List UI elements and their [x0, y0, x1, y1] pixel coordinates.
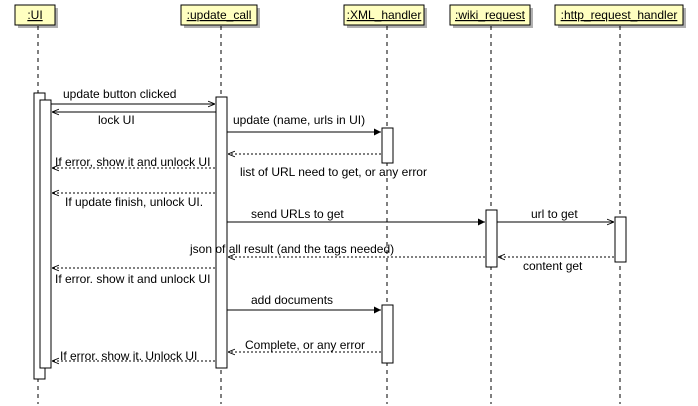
- msg-label-complete: Complete, or any error: [245, 338, 365, 352]
- participant-ui: :UI: [14, 4, 58, 28]
- msg-label-content-get: content get: [523, 259, 583, 273]
- msg-label-error-unlock-1: If error, show it and unlock UI: [55, 155, 210, 169]
- msg-label-update-finish: If update finish, unlock UI.: [65, 195, 203, 209]
- msg-label-url-to-get: url to get: [531, 207, 578, 221]
- msg-label-add-documents: add documents: [251, 293, 333, 307]
- participant-label-wiki-request: :wiki_request: [455, 8, 526, 22]
- msg-label-update-button-clicked: update button clicked: [63, 87, 176, 101]
- msg-label-error-unlock-2: If error. show it and unlock UI: [55, 272, 210, 286]
- msg-label-update-name-urls: update (name, urls in UI): [233, 113, 365, 127]
- activation-ui-inner: [39, 99, 52, 369]
- msg-label-list-of-url: list of URL need to get, or any error: [240, 165, 427, 179]
- msg-label-lock-ui: lock UI: [98, 113, 135, 127]
- participant-xml-handler: :XML_handler: [343, 4, 427, 28]
- participant-wiki-request: :wiki_request: [449, 4, 533, 28]
- participant-label-http-request-handler: :http_request_handler: [561, 8, 678, 22]
- activation-update-call: [215, 96, 228, 369]
- activation-xml-handler-1: [381, 127, 394, 164]
- activation-http-request-handler: [614, 216, 627, 263]
- participant-update-call: :update_call: [180, 4, 260, 28]
- participant-label-update-call: :update_call: [187, 8, 252, 22]
- participant-http-request-handler: :http_request_handler: [554, 4, 686, 28]
- msg-label-json-result: json of all result (and the tags needed): [189, 242, 394, 256]
- participant-label-xml-handler: :XML_handler: [347, 8, 422, 22]
- participant-label-ui: :UI: [27, 8, 42, 22]
- msg-label-send-urls: send URLs to get: [251, 207, 344, 221]
- msg-label-error-unlock-3: If error. show it. Unlock UI: [60, 349, 197, 363]
- activation-xml-handler-2: [381, 304, 394, 364]
- activation-wiki-request: [485, 209, 498, 268]
